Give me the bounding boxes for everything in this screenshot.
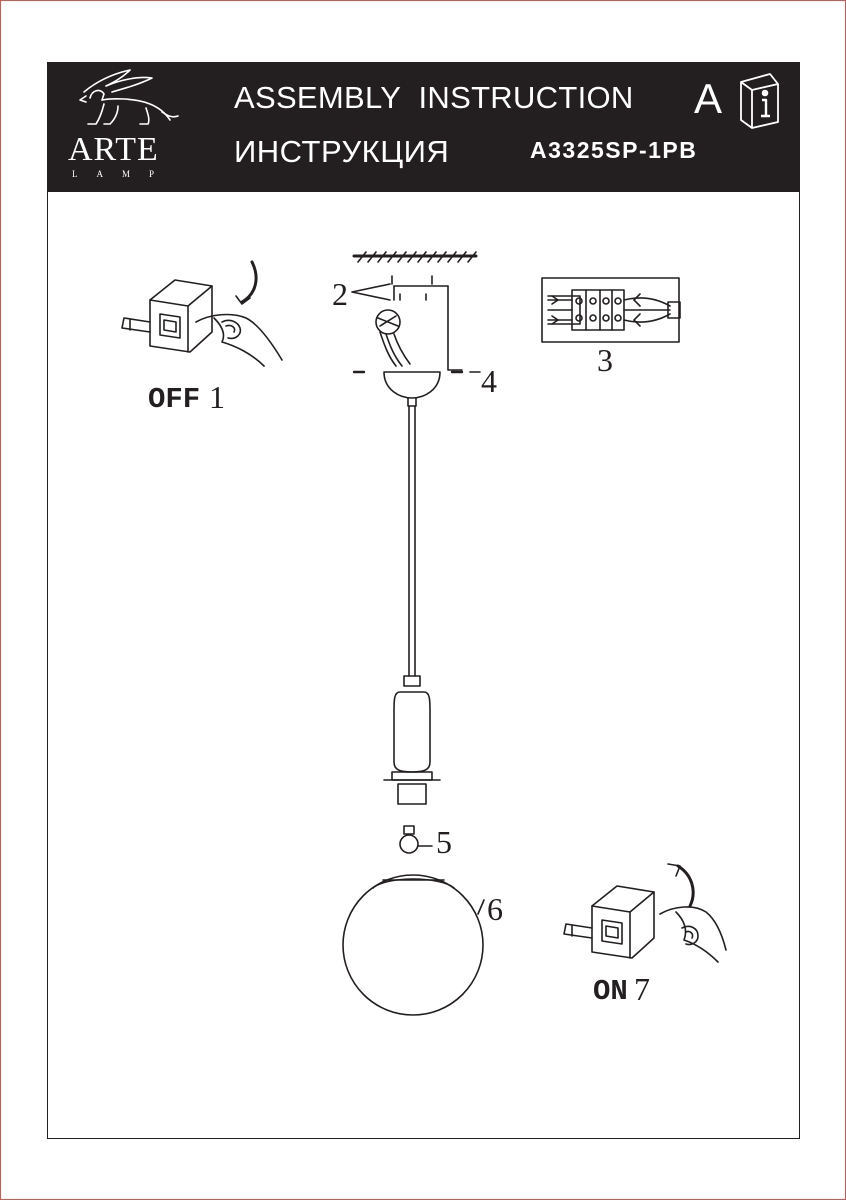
callout-5: 5: [436, 824, 452, 860]
griffin-logo-icon: [79, 69, 179, 125]
manual-letter: A: [694, 75, 723, 122]
manual-info-icon: [740, 73, 779, 129]
terminal-block-icon: [541, 277, 681, 343]
callout-2: 2: [332, 276, 348, 312]
model-number: A3325SP-1PB: [530, 137, 698, 163]
step7-on-label: ON: [593, 975, 628, 1008]
callout-3: 3: [597, 342, 613, 378]
wall-switch-on-icon: [563, 863, 727, 963]
brand-logo-text: ARTE: [68, 131, 159, 168]
title-english: ASSEMBLY INSTRUCTION: [234, 80, 634, 115]
step1-number: 1: [209, 379, 225, 415]
glass-globe-icon: [342, 874, 485, 1016]
wall-switch-off-icon: [121, 260, 283, 367]
step1-off-label: OFF: [148, 383, 201, 416]
ceiling-mount-icon: [351, 251, 481, 407]
title-russian: ИНСТРУКЦИЯ: [234, 134, 450, 169]
step7-number: 7: [634, 971, 650, 1007]
callout-6: 6: [487, 891, 503, 927]
light-bulb-icon: [399, 825, 433, 854]
brand-sub-text: LAMP: [72, 169, 174, 179]
header-bar: [47, 62, 799, 192]
callout-4: 4: [481, 363, 497, 399]
pendant-cable-icon: [383, 405, 441, 805]
